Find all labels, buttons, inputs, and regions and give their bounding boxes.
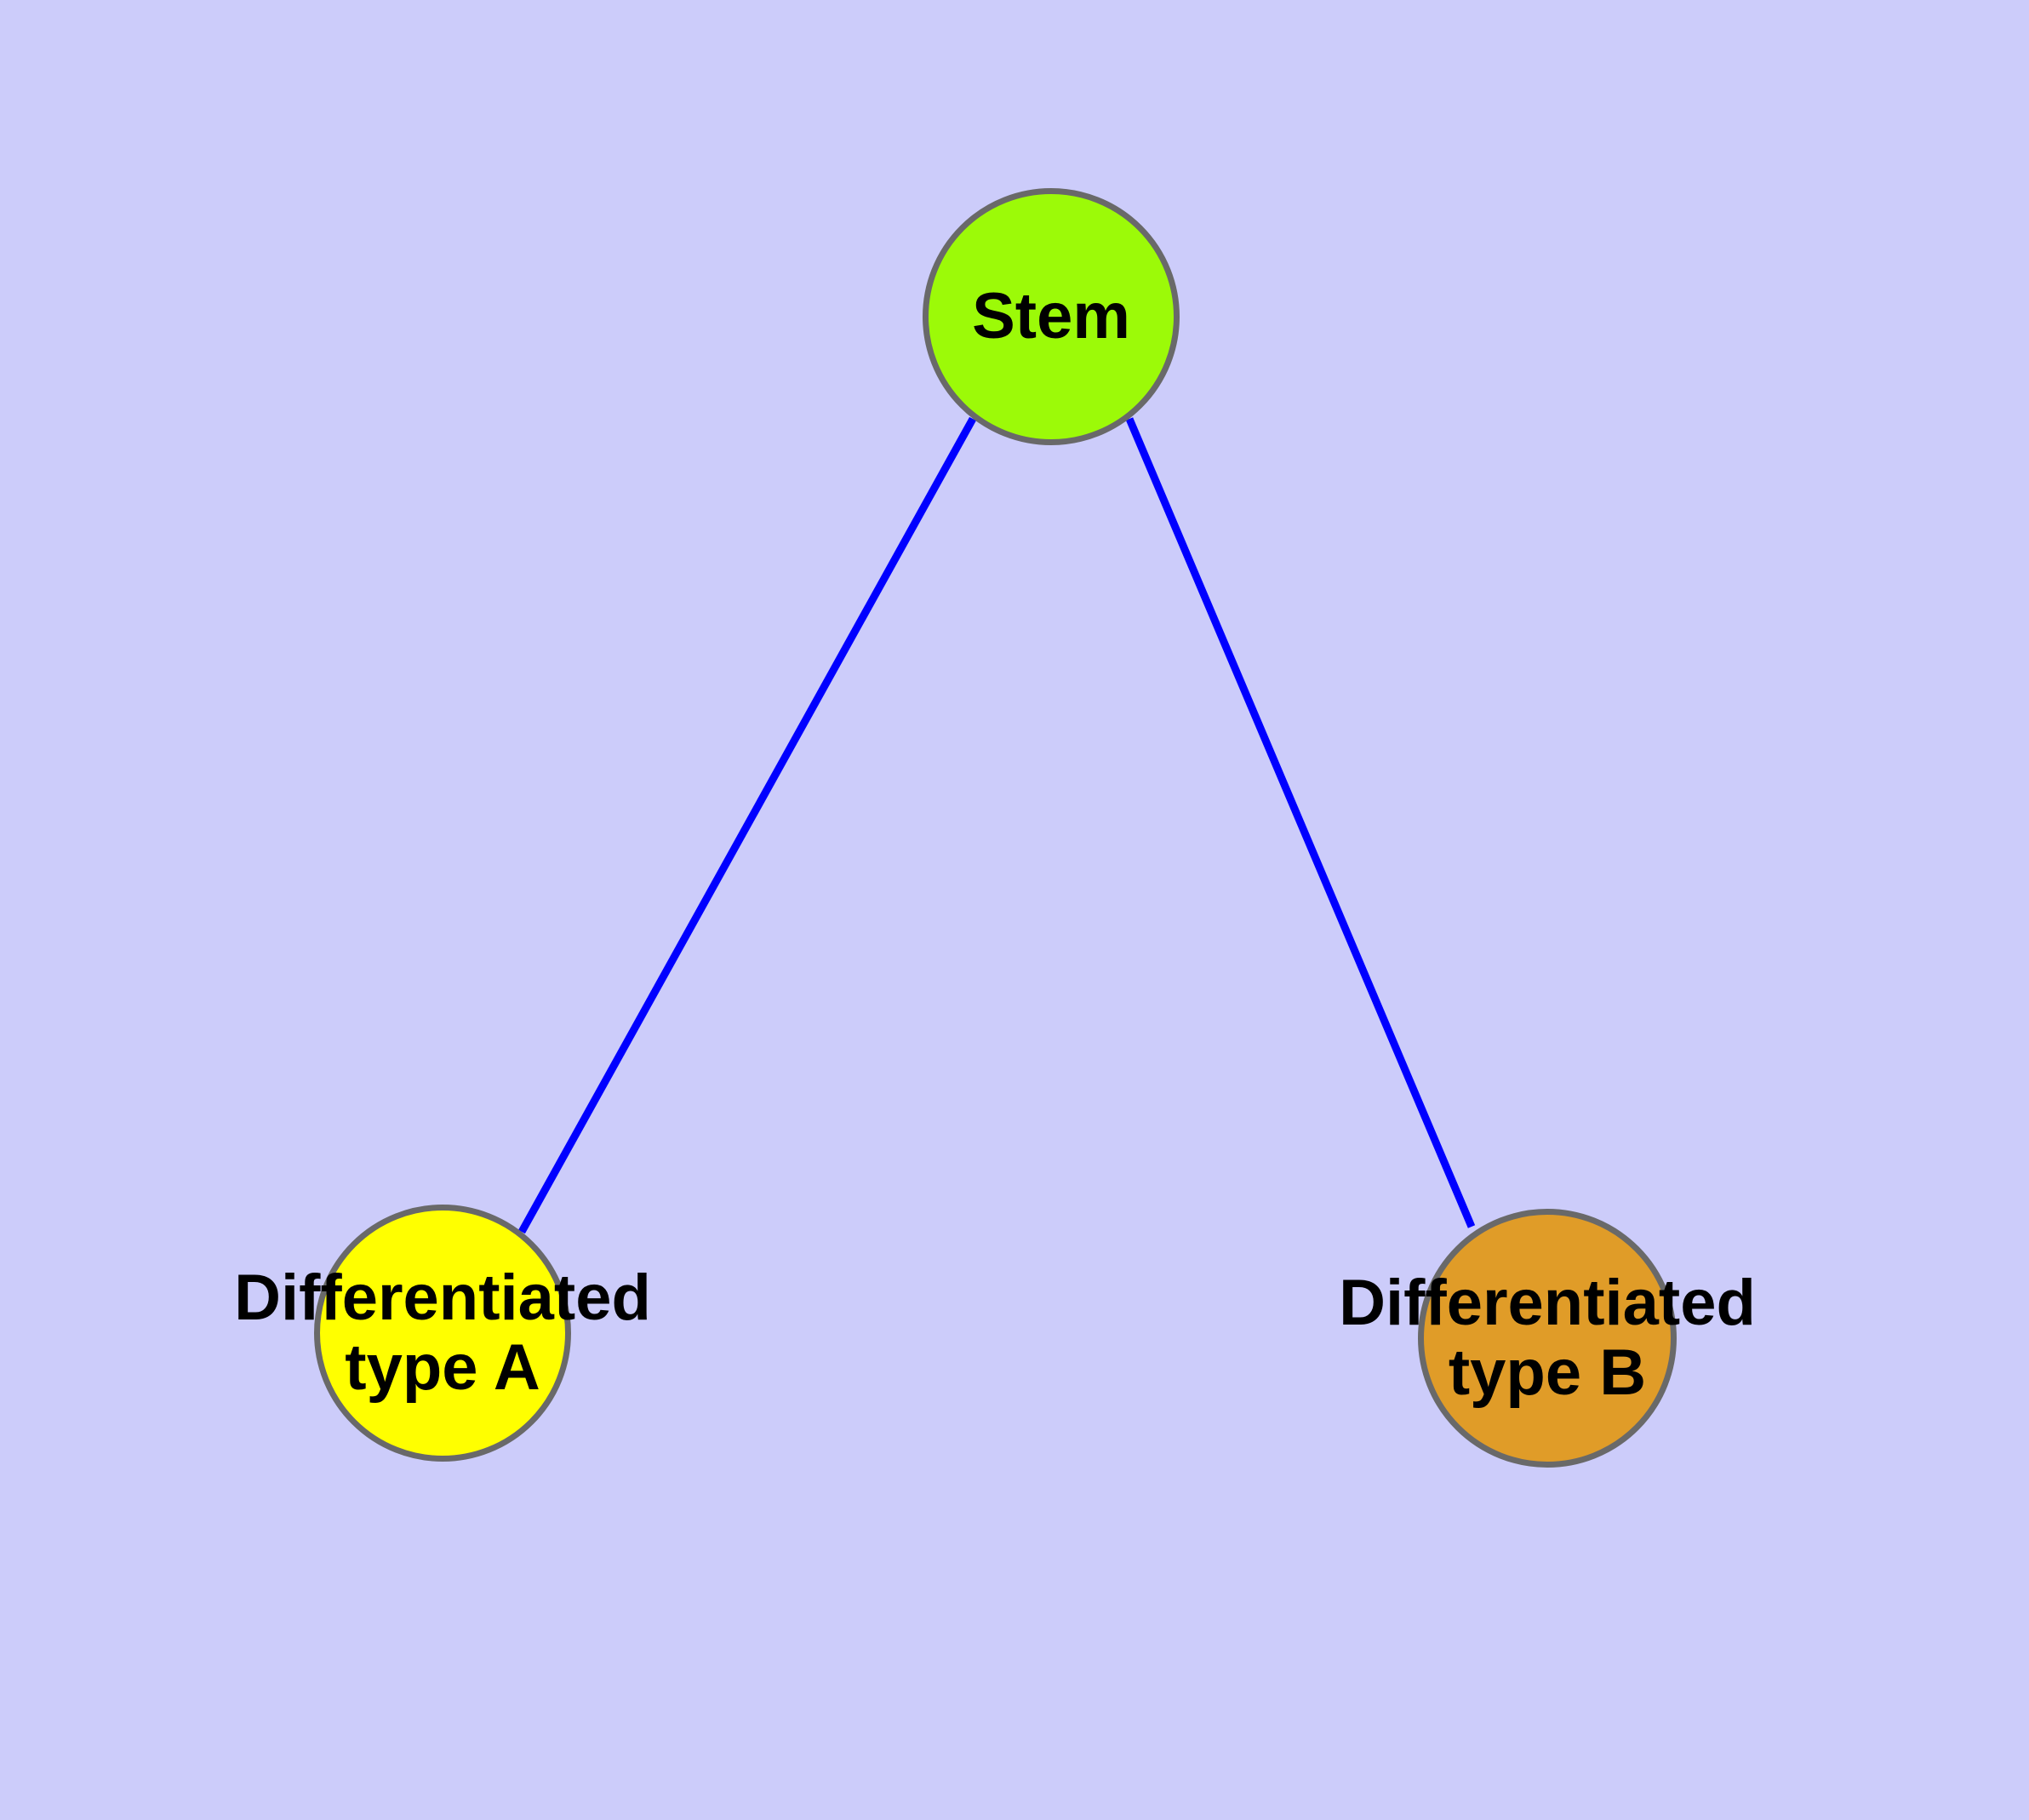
node-differentiated-type-b[interactable]: Differentiated type B	[1339, 1209, 1756, 1468]
node-stem[interactable]: Stem	[923, 188, 1180, 445]
edge-stem-to-differentiated-type-b[interactable]	[1125, 417, 1476, 1228]
node-differentiated-type-a[interactable]: Differentiated type A	[234, 1205, 651, 1462]
edge-stem-to-differentiated-type-a[interactable]	[518, 416, 976, 1234]
node-stem-label: Stem	[972, 279, 1130, 352]
